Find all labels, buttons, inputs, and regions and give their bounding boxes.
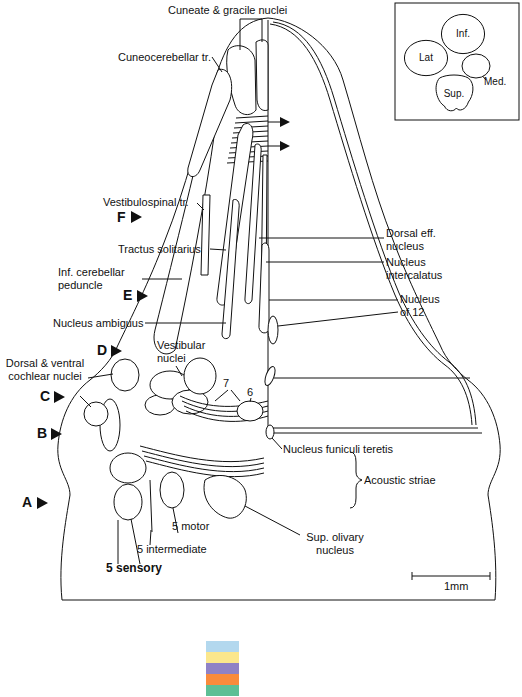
- superior-olivary-nucleus: [204, 475, 246, 518]
- lobe-shape: [441, 14, 484, 53]
- acoustic-striae-brace: [350, 452, 362, 508]
- structure-label: Tractus solitarius: [118, 243, 201, 256]
- gracile-nucleus: [256, 40, 268, 111]
- lobe-label: Inf.: [456, 28, 470, 40]
- ventricle-floor-line: [268, 428, 482, 433]
- structure-label: Nucleus ambiguus: [53, 317, 144, 330]
- structure-label: Dorsal & ventral cochlear nuclei: [2, 357, 88, 383]
- section-letter: D: [97, 342, 107, 358]
- funiculi-teretis-nucleus: [266, 425, 274, 439]
- scale-bar: [412, 572, 490, 580]
- hypoglossal-nucleus-part: [268, 316, 278, 344]
- lobe-label: Lat: [419, 52, 433, 64]
- dorsal-efferent-nucleus: [245, 144, 261, 304]
- cuneocerebellar-tract: [188, 69, 232, 176]
- trigeminal-motor-nucleus: [160, 472, 184, 508]
- inset-lobe: Sup.: [430, 74, 478, 114]
- nucleus-ambiguus: [222, 199, 239, 338]
- section-arrows: [37, 117, 290, 509]
- structure-label: Cuneate & gracile nuclei: [168, 4, 287, 17]
- structure-label: Nucleus of 12: [400, 293, 450, 319]
- scale-label: 1mm: [444, 580, 468, 593]
- structure-label: Sup. olivary nucleus: [292, 531, 378, 557]
- inset-lobe: Inf.: [441, 14, 485, 54]
- structure-label: Nucleus intercalatus: [386, 256, 454, 282]
- structure-label: 5 motor: [172, 520, 209, 533]
- hypoglossal-nucleus: [259, 243, 269, 333]
- structure-label: 5 intermediate: [137, 543, 207, 556]
- brainstem-outline: [58, 18, 500, 600]
- section-letter: C: [40, 388, 50, 404]
- vestibular-nucleus: [184, 358, 216, 394]
- abducens-nucleus: [237, 401, 263, 421]
- structure-label: Vestibular nuclei: [157, 339, 219, 365]
- structure-label: Cuneocerebellar tr.: [118, 51, 211, 64]
- vestibulospinal-tract: [201, 195, 210, 275]
- hypoglossal-nucleus-part: [263, 365, 277, 387]
- inset-frame: [395, 3, 519, 120]
- legend-swatch: [206, 685, 239, 696]
- inset-lobe: Lat: [404, 40, 448, 76]
- callout-number: 6: [247, 386, 253, 399]
- structure-label: Acoustic striae: [364, 474, 436, 487]
- acoustic-striae-fibres: [140, 446, 264, 477]
- trigeminal-sensory-nucleus: [114, 484, 142, 520]
- inset-label: Med.: [484, 76, 506, 88]
- structure-label: Inf. cerebellar peduncle: [58, 266, 142, 292]
- trigeminal-intermediate: [150, 480, 152, 532]
- section-letter: F: [117, 209, 126, 225]
- legend-swatch: [206, 663, 239, 674]
- lobe-shape: [404, 40, 447, 75]
- structure-label: Vestibulospinal tr.: [103, 196, 189, 209]
- lobe-shape: [436, 75, 473, 111]
- lobe-label: Sup.: [444, 88, 465, 100]
- section-letter: E: [123, 287, 132, 303]
- section-letter: B: [37, 425, 47, 441]
- ventricle-outline: [270, 22, 476, 425]
- structure-label: 5 sensory: [106, 562, 162, 575]
- legend-swatch: [206, 674, 239, 685]
- inset-lobe: [462, 54, 490, 78]
- cochlear-nucleus: [111, 359, 139, 391]
- legend-swatch: [206, 652, 239, 663]
- section-letter: A: [22, 494, 32, 510]
- cochlear-nucleus: [84, 402, 108, 426]
- trigeminal-sensory-nucleus: [110, 453, 146, 483]
- leader-lines: [80, 19, 486, 564]
- legend-swatch: [206, 641, 239, 652]
- structure-label: Nucleus funiculi teretis: [283, 443, 393, 456]
- callout-number: 7: [223, 377, 229, 390]
- facial-nerve-fibres: [180, 396, 268, 421]
- structure-label: Dorsal eff. nucleus: [386, 227, 450, 253]
